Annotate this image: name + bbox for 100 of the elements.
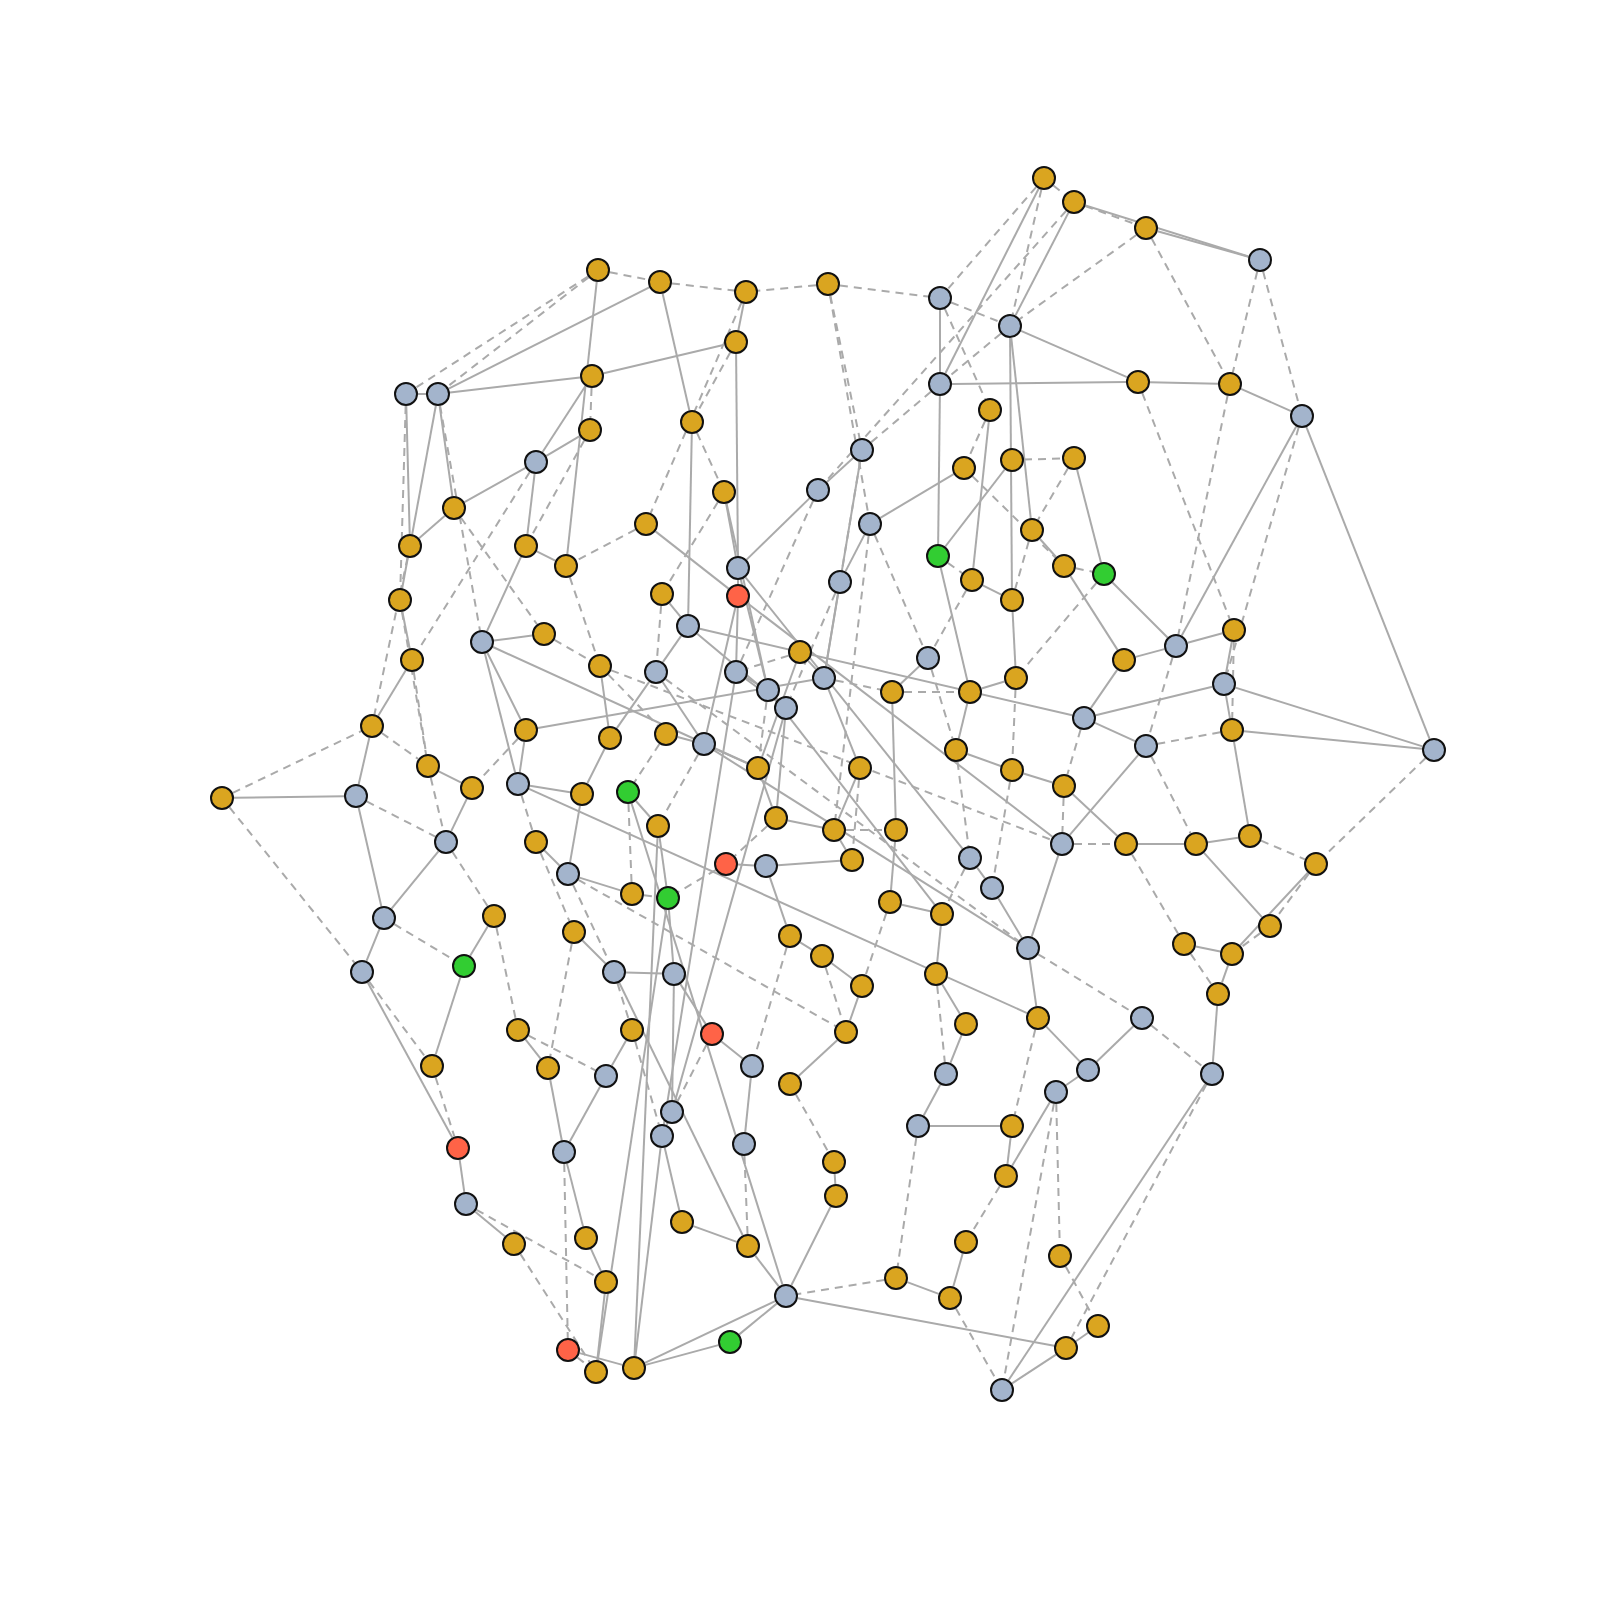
network-node	[810, 944, 834, 968]
network-node	[588, 654, 612, 678]
network-node	[602, 960, 626, 984]
connector-line	[530, 439, 586, 537]
network-node	[1200, 1062, 1224, 1086]
connector-line	[661, 634, 683, 664]
network-node	[454, 1192, 478, 1216]
connector-line	[948, 332, 1002, 378]
network-node	[764, 806, 788, 830]
connector-line	[743, 1155, 749, 1235]
connector-line	[458, 1158, 466, 1194]
connector-line	[952, 1252, 964, 1288]
connector-line	[825, 457, 855, 483]
connector-line	[667, 501, 719, 585]
connector-line	[829, 294, 861, 440]
network-node	[1016, 936, 1040, 960]
connector-line	[577, 878, 837, 1028]
connector-line	[1052, 184, 1066, 196]
connector-line	[972, 420, 990, 570]
connector-line	[1011, 611, 1017, 667]
network-node	[1212, 672, 1236, 696]
connector-line	[949, 1034, 963, 1064]
connector-line	[696, 431, 720, 483]
connector-line	[463, 466, 527, 504]
connector-line	[418, 514, 446, 540]
connector-line	[616, 982, 630, 1020]
network-node	[634, 512, 658, 536]
network-node	[622, 1356, 646, 1380]
network-node	[726, 584, 750, 608]
connector-line	[1095, 1025, 1135, 1063]
connector-line	[761, 662, 797, 758]
network-node	[446, 1136, 470, 1160]
network-node	[944, 738, 968, 762]
connector-line	[873, 534, 925, 648]
connector-line	[807, 659, 817, 671]
connector-line	[630, 802, 784, 1286]
network-node	[812, 666, 836, 690]
network-node	[906, 1114, 930, 1138]
network-node	[502, 1232, 526, 1256]
connector-line	[1045, 1025, 1081, 1063]
connector-line	[1073, 843, 1115, 845]
connector-line	[527, 787, 1029, 1015]
connector-line	[930, 668, 954, 740]
connector-line	[906, 1281, 940, 1295]
connector-line	[1084, 204, 1250, 258]
connector-line	[491, 646, 749, 764]
connector-line	[1211, 1004, 1219, 1064]
connector-line	[676, 1043, 708, 1103]
network-node	[990, 1378, 1014, 1402]
connector-line	[569, 804, 581, 864]
connector-line	[486, 555, 522, 633]
network-node	[994, 1164, 1018, 1188]
connector-line	[1177, 394, 1229, 636]
connector-line	[586, 747, 606, 785]
connector-line	[713, 749, 1019, 943]
connector-line	[596, 1292, 606, 1362]
connector-line	[600, 676, 610, 728]
connector-line	[980, 680, 1006, 690]
network-node	[884, 1266, 908, 1290]
network-node	[532, 622, 556, 646]
network-node	[1050, 832, 1074, 856]
connector-line	[527, 1034, 597, 1072]
network-node	[736, 1234, 760, 1258]
network-node	[570, 782, 594, 806]
connector-line	[903, 691, 959, 693]
connector-line	[1011, 188, 1043, 316]
network-node	[1000, 448, 1024, 472]
network-node	[1044, 1080, 1068, 1104]
network-node	[1164, 634, 1188, 658]
connector-line	[936, 924, 942, 964]
connector-line	[563, 1163, 569, 1339]
connector-line	[545, 435, 581, 457]
connector-line	[844, 533, 866, 573]
network-node	[1112, 648, 1136, 672]
connector-line	[1011, 1101, 1051, 1167]
connector-line	[479, 737, 519, 781]
network-node	[1172, 932, 1196, 956]
network-node	[916, 646, 940, 670]
connector-line	[634, 1146, 662, 1358]
network-node	[416, 754, 440, 778]
connector-line	[896, 1136, 918, 1268]
connector-line	[997, 897, 1023, 939]
network-node	[648, 270, 672, 294]
connector-line	[233, 795, 345, 799]
network-node	[388, 588, 412, 612]
connector-line	[390, 850, 440, 910]
network-node	[952, 456, 976, 480]
network-node	[934, 1062, 958, 1086]
connector-line	[674, 718, 784, 1102]
connector-line	[1180, 425, 1298, 637]
connector-line	[668, 602, 682, 618]
connector-line	[1030, 854, 1060, 938]
network-node	[1062, 446, 1086, 470]
connector-line	[981, 584, 1003, 596]
network-node	[778, 924, 802, 948]
connector-line	[941, 983, 961, 1015]
connector-line	[1022, 772, 1054, 784]
connector-line	[951, 381, 1127, 385]
connector-line	[357, 806, 383, 908]
connector-line	[459, 516, 539, 626]
